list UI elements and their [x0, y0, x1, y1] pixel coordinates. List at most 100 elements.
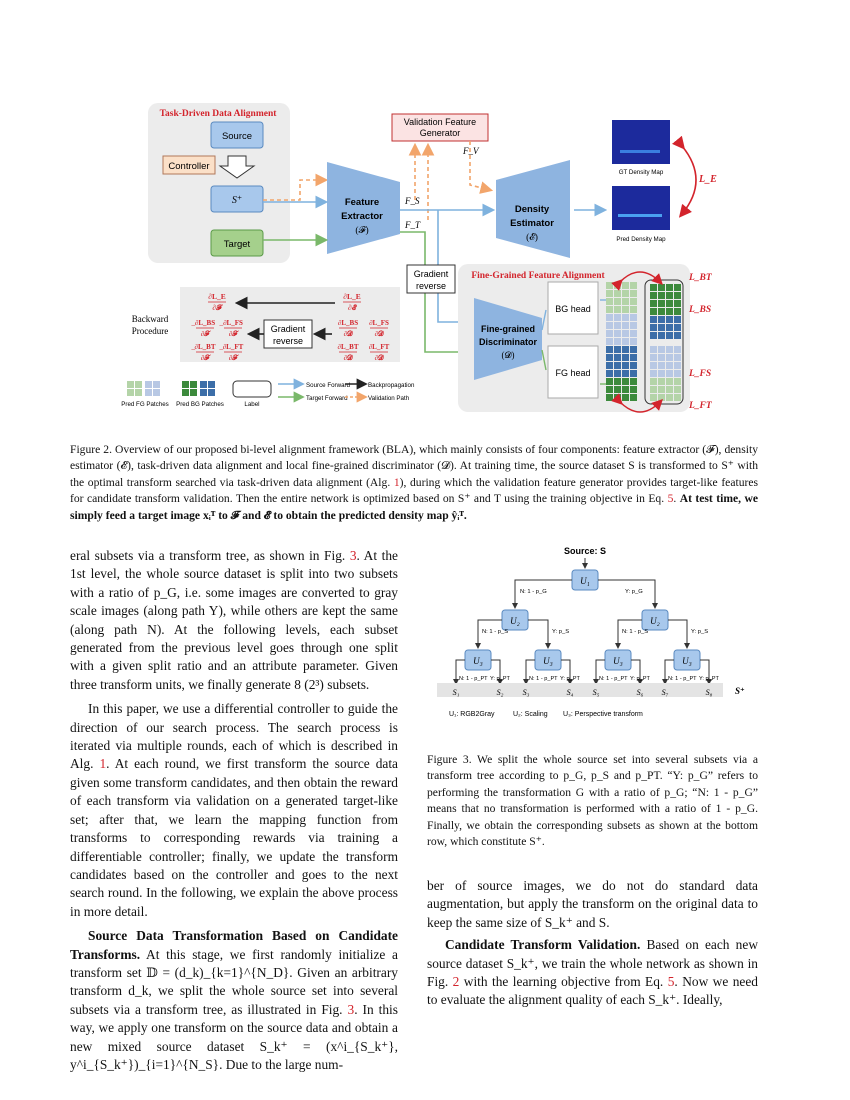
- patch: [606, 314, 613, 321]
- pred-fg-patches: [606, 346, 637, 401]
- patch: [606, 354, 613, 361]
- patch: [208, 381, 215, 388]
- gt-density-map: [612, 120, 670, 164]
- patch: [630, 290, 637, 297]
- patch: [658, 316, 665, 323]
- edge-label: Y: p_PT: [699, 676, 719, 682]
- tree-edge: [593, 659, 605, 685]
- discriminator-label: Fine-grained: [481, 324, 535, 334]
- fig-ref-link[interactable]: 2: [452, 974, 460, 990]
- edge-label: Y: p_PT: [560, 676, 580, 682]
- patch: [674, 346, 681, 353]
- patch: [606, 322, 613, 329]
- fg-head-label: FG head: [555, 368, 590, 378]
- patch: [666, 292, 673, 299]
- fig-ref-link[interactable]: 3: [349, 548, 357, 563]
- patch: [190, 389, 197, 396]
- patch: [614, 386, 621, 393]
- patch: [658, 324, 665, 331]
- patch: [145, 381, 152, 388]
- source-label: Source: [222, 131, 252, 142]
- left-column: eral subsets via a transform tree, as sh…: [70, 547, 398, 1074]
- svg-text:U₂: U₂: [510, 616, 520, 626]
- patch: [630, 370, 637, 377]
- gradient-reverse-label: Gradient: [414, 269, 449, 279]
- patch: [606, 370, 613, 377]
- subset-label: S₆: [637, 688, 644, 697]
- paragraph: In this paper, we use a differential con…: [70, 701, 398, 919]
- patch: [658, 370, 665, 377]
- patch: [674, 332, 681, 339]
- patch: [666, 324, 673, 331]
- svg-text:U₁: U₁: [580, 576, 590, 586]
- patch: [190, 381, 197, 388]
- patch: [606, 338, 613, 345]
- alg-ref-link[interactable]: 1: [393, 475, 400, 489]
- patch: [666, 354, 673, 361]
- patch: [658, 284, 665, 291]
- legend-label-box: [232, 380, 272, 398]
- controller-label: Controller: [168, 161, 209, 172]
- patch: [658, 362, 665, 369]
- patch: [650, 354, 657, 361]
- svg-text:∂𝓔: ∂𝓔: [348, 302, 358, 312]
- patch: [630, 354, 637, 361]
- edge-label: N: 1 - p_PT: [668, 676, 697, 682]
- svg-text:Target Forward: Target Forward: [306, 395, 348, 402]
- patch: [630, 282, 637, 289]
- fig-ref-link[interactable]: 3: [347, 1001, 355, 1017]
- target-label: Target: [224, 239, 251, 250]
- lbt-arc: [611, 271, 663, 291]
- alg-ref-link[interactable]: 1: [99, 756, 107, 772]
- patch: [614, 306, 621, 313]
- patch: [674, 284, 681, 291]
- patch: [630, 298, 637, 305]
- density-estimator-label: Estimator: [510, 218, 554, 229]
- patch: [650, 362, 657, 369]
- tree-edge: [561, 659, 573, 685]
- eq-ref-link[interactable]: 5: [667, 492, 674, 506]
- svg-text:Y: p_S: Y: p_S: [552, 629, 569, 635]
- patch: [650, 346, 657, 353]
- svg-text:∂L_BS: ∂L_BS: [195, 319, 215, 327]
- svg-text:∂𝓓: ∂𝓓: [375, 330, 384, 338]
- validation-generator-label-1: Validation Feature: [404, 117, 476, 127]
- legend-u2: U₂: Scaling: [513, 711, 548, 718]
- task-driven-title: Task-Driven Data Alignment: [160, 109, 278, 119]
- transform-down-arrow: [218, 155, 256, 179]
- patch: [622, 370, 629, 377]
- svg-text:∂L_FT: ∂L_FT: [223, 343, 244, 351]
- eq-ref-link[interactable]: 5: [667, 974, 675, 990]
- patch: [622, 362, 629, 369]
- patch: [658, 378, 665, 385]
- subset-label: S₅: [593, 688, 600, 697]
- density-estimator-label: (𝓔): [526, 232, 538, 243]
- patch: [630, 362, 637, 369]
- label-box: [644, 279, 684, 405]
- patch: [127, 389, 134, 396]
- edge-label: N: 1 - p_PT: [459, 676, 488, 682]
- patch: [153, 389, 160, 396]
- svg-text:∂𝓕: ∂𝓕: [212, 302, 224, 312]
- patch: [674, 378, 681, 385]
- paragraph: eral subsets via a transform tree, as sh…: [70, 548, 398, 692]
- patch: [630, 306, 637, 313]
- patch: [614, 370, 621, 377]
- svg-text:∂L_E: ∂L_E: [208, 292, 225, 301]
- figure-3-caption: Figure 3. We split the whole source set …: [427, 753, 758, 849]
- lfs-label: L_FS: [688, 369, 711, 379]
- patch: [666, 332, 673, 339]
- patch: [606, 330, 613, 337]
- patch: [606, 394, 613, 401]
- fv-label: F_V: [462, 146, 480, 156]
- paragraph: Source Data Transformation Based on Cand…: [70, 928, 398, 1072]
- svg-text:∂𝓕: ∂𝓕: [229, 330, 239, 338]
- patch: [614, 282, 621, 289]
- patch: [630, 378, 637, 385]
- svg-text:∂L_FT: ∂L_FT: [369, 343, 390, 351]
- patch: [650, 300, 657, 307]
- subset-label: S₈: [706, 688, 713, 697]
- svg-text:∂𝓓: ∂𝓓: [344, 330, 353, 338]
- pred-density-label: Pred Density Map: [616, 236, 666, 243]
- patch: [614, 338, 621, 345]
